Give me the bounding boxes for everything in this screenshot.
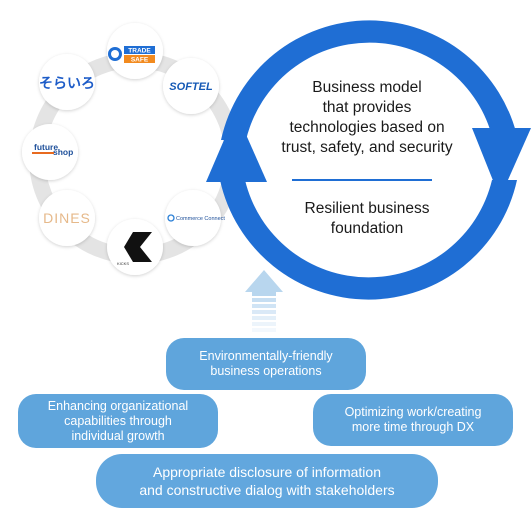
dines-text: DINES xyxy=(43,210,91,226)
foundation-line-2: foundation xyxy=(330,220,404,237)
commerce-connect-text: Commerce Connect xyxy=(176,216,225,222)
enhancing-line-2: capabilities through xyxy=(64,413,172,428)
foundation-line-1: Resilient business xyxy=(304,200,430,217)
model-line-1: Business model xyxy=(312,79,422,96)
futureshop-text-b: shop xyxy=(53,147,73,157)
model-line-4: trust, safety, and security xyxy=(281,139,453,156)
cycle-arc-bottom xyxy=(220,180,517,300)
cycle-arrowhead-right xyxy=(472,128,531,198)
optimizing-line-2: more time through DX xyxy=(351,420,475,434)
kicks-text: KICKS xyxy=(117,261,129,266)
cycle-arc-top xyxy=(221,20,518,141)
tradesafe-bottom-text: SAFE xyxy=(131,57,149,64)
disclosure-line-2: and constructive dialog with stakeholder… xyxy=(139,482,395,498)
logo-dines: DINES xyxy=(39,190,95,246)
soraro-text: そらいろ xyxy=(39,76,95,92)
environment-pill: Environmentally-friendly business operat… xyxy=(166,338,366,390)
logo-soraro: そらいろ xyxy=(39,54,95,110)
foundation-text: Resilient business foundation xyxy=(262,199,472,239)
environment-line-2: business operations xyxy=(210,364,322,378)
logo-kicks: KICKS xyxy=(107,219,163,275)
enhancing-line-1: Enhancing organizational xyxy=(47,398,189,413)
environment-line-1: Environmentally-friendly xyxy=(199,349,333,363)
cycle-arrowhead-left xyxy=(206,112,267,182)
logo-tradesafe: TRADE SAFE xyxy=(107,23,163,79)
disclosure-pill: Appropriate disclosure of information an… xyxy=(96,454,438,508)
tradesafe-top-text: TRADE xyxy=(128,48,151,55)
up-arrow xyxy=(245,270,283,332)
softel-text: SOFTEL xyxy=(169,81,213,93)
enhancing-line-3: individual growth xyxy=(71,428,165,443)
logo-commerce-connect: Commerce Connect xyxy=(165,190,225,246)
optimizing-pill: Optimizing work/creating more time throu… xyxy=(313,394,513,446)
logo-futureshop: future shop xyxy=(22,124,78,180)
model-line-3: technologies based on xyxy=(289,119,445,136)
cycle-ring xyxy=(206,20,531,300)
logo-softel: SOFTEL xyxy=(163,58,219,114)
model-line-2: that provides xyxy=(322,99,412,116)
business-model-text: Business model that provides technologie… xyxy=(262,78,472,158)
disclosure-line-1: Appropriate disclosure of information xyxy=(152,464,381,480)
futureshop-text-a: future xyxy=(34,142,58,152)
optimizing-line-1: Optimizing work/creating xyxy=(344,405,482,419)
enhancing-pill: Enhancing organizational capabilities th… xyxy=(18,394,218,448)
